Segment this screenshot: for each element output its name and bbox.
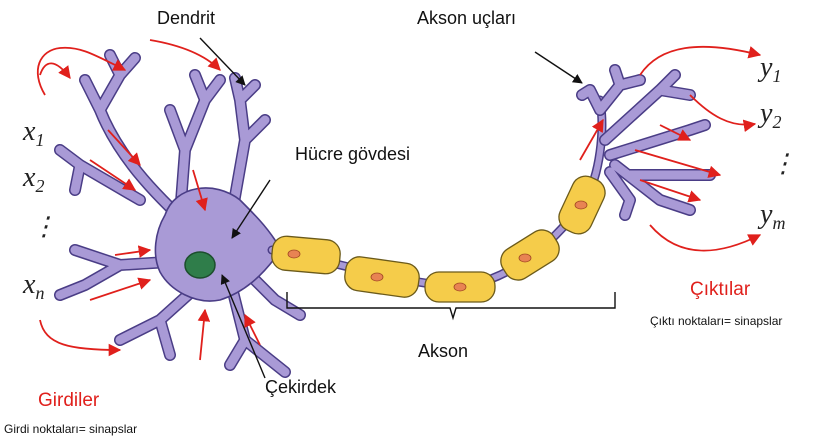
output-ym: ym — [757, 199, 785, 233]
label-cekirdek: Çekirdek — [265, 377, 337, 397]
myelin-segment — [425, 272, 495, 302]
output-y2: y2 — [757, 98, 781, 132]
input-variables: x1 x2 ⋮ xn — [22, 116, 57, 303]
input-dots: ⋮ — [31, 212, 57, 241]
nucleus — [185, 252, 215, 278]
output-dots: ⋮ — [770, 149, 796, 178]
myelin-segment — [343, 255, 421, 299]
akson-uclari-pointer — [535, 52, 582, 83]
input-x2: x2 — [22, 162, 44, 196]
label-hucre-govdesi: Hücre gövdesi — [295, 144, 410, 164]
label-akson: Akson — [418, 341, 468, 361]
label-girdiler: Girdiler — [38, 390, 100, 411]
label-akson-uclari: Akson uçları — [417, 8, 516, 28]
label-cikti-note: Çıktı noktaları= sinapslar — [650, 314, 782, 328]
input-xn: xn — [22, 269, 44, 303]
input-x1: x1 — [22, 116, 44, 150]
label-dendrit: Dendrit — [157, 8, 215, 28]
output-y1: y1 — [757, 52, 781, 86]
label-girdi-note: Girdi noktaları= sinapslar — [4, 422, 137, 436]
myelin-segment — [271, 235, 342, 275]
output-variables: y1 y2 ⋮ ym — [757, 52, 796, 233]
label-ciktilar: Çıktılar — [690, 279, 751, 300]
